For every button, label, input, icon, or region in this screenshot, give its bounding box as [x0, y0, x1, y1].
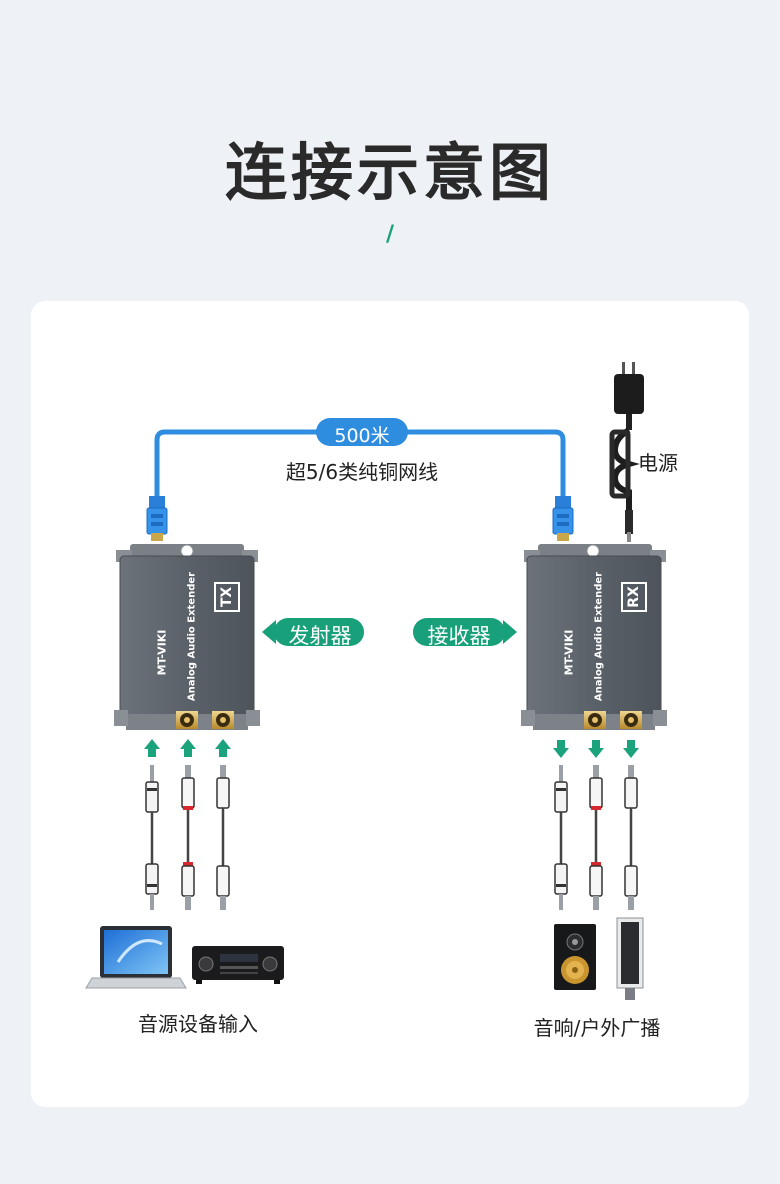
- tx-model: Analog Audio Extender: [186, 571, 198, 702]
- arrow-down-icon: [588, 740, 604, 758]
- input-arrows: [144, 739, 231, 757]
- power-adapter-icon: [609, 362, 644, 542]
- power-label: 电源: [638, 451, 678, 475]
- arrow-up-icon: [180, 739, 196, 757]
- distance-pill: [316, 418, 408, 446]
- tx-badge: TX: [214, 582, 240, 612]
- rx-model: Analog Audio Extender: [593, 571, 605, 702]
- tx-brand: MT-VIKI: [155, 629, 169, 676]
- cable-type-label: 超5/6类纯铜网线: [285, 460, 439, 484]
- output-cables: [554, 765, 638, 910]
- transmitter-device: [114, 544, 260, 730]
- rx-badge: RX: [621, 582, 647, 612]
- arrow-down-icon: [553, 740, 569, 758]
- title-separator: /: [385, 222, 395, 247]
- rj45-plug-left-icon: [146, 496, 168, 541]
- source-label: 音源设备输入: [138, 1012, 258, 1036]
- output-label: 音响/户外广播: [533, 1016, 661, 1040]
- output-arrows: [553, 740, 639, 758]
- rx-rca-jacks-icon: [584, 711, 642, 729]
- rx-callout-label: 接收器: [427, 624, 491, 648]
- tx-callout-label: 发射器: [288, 624, 352, 648]
- cable-distance-label: 500米: [334, 425, 390, 447]
- rx-brand: MT-VIKI: [562, 629, 576, 676]
- av-receiver-icon: [192, 946, 284, 984]
- input-cables: [145, 765, 230, 910]
- rca-cable-white-icon: [624, 765, 638, 910]
- receiver-device: [521, 544, 667, 730]
- tx-callout: [274, 618, 364, 646]
- column-speaker-icon: [616, 917, 644, 1000]
- page-title: 连接示意图: [224, 136, 555, 209]
- rca-cable-red-icon: [181, 765, 195, 910]
- speaker-icon: [554, 924, 596, 990]
- rj45-plug-right-icon: [552, 496, 574, 541]
- rca-cable-red-icon: [589, 765, 603, 910]
- network-cable: [146, 429, 574, 541]
- arrow-down-icon: [623, 740, 639, 758]
- rca-cable-white-icon: [216, 765, 230, 910]
- rx-callout-pointer: [503, 620, 517, 644]
- aux-cable-icon: [145, 765, 159, 910]
- laptop-icon: [85, 926, 187, 989]
- arrow-up-icon: [144, 739, 160, 757]
- rx-callout: [413, 618, 505, 646]
- arrow-up-icon: [215, 739, 231, 757]
- tx-rca-jacks-icon: [176, 711, 234, 729]
- aux-cable-icon: [554, 765, 568, 910]
- tx-callout-pointer: [262, 620, 276, 644]
